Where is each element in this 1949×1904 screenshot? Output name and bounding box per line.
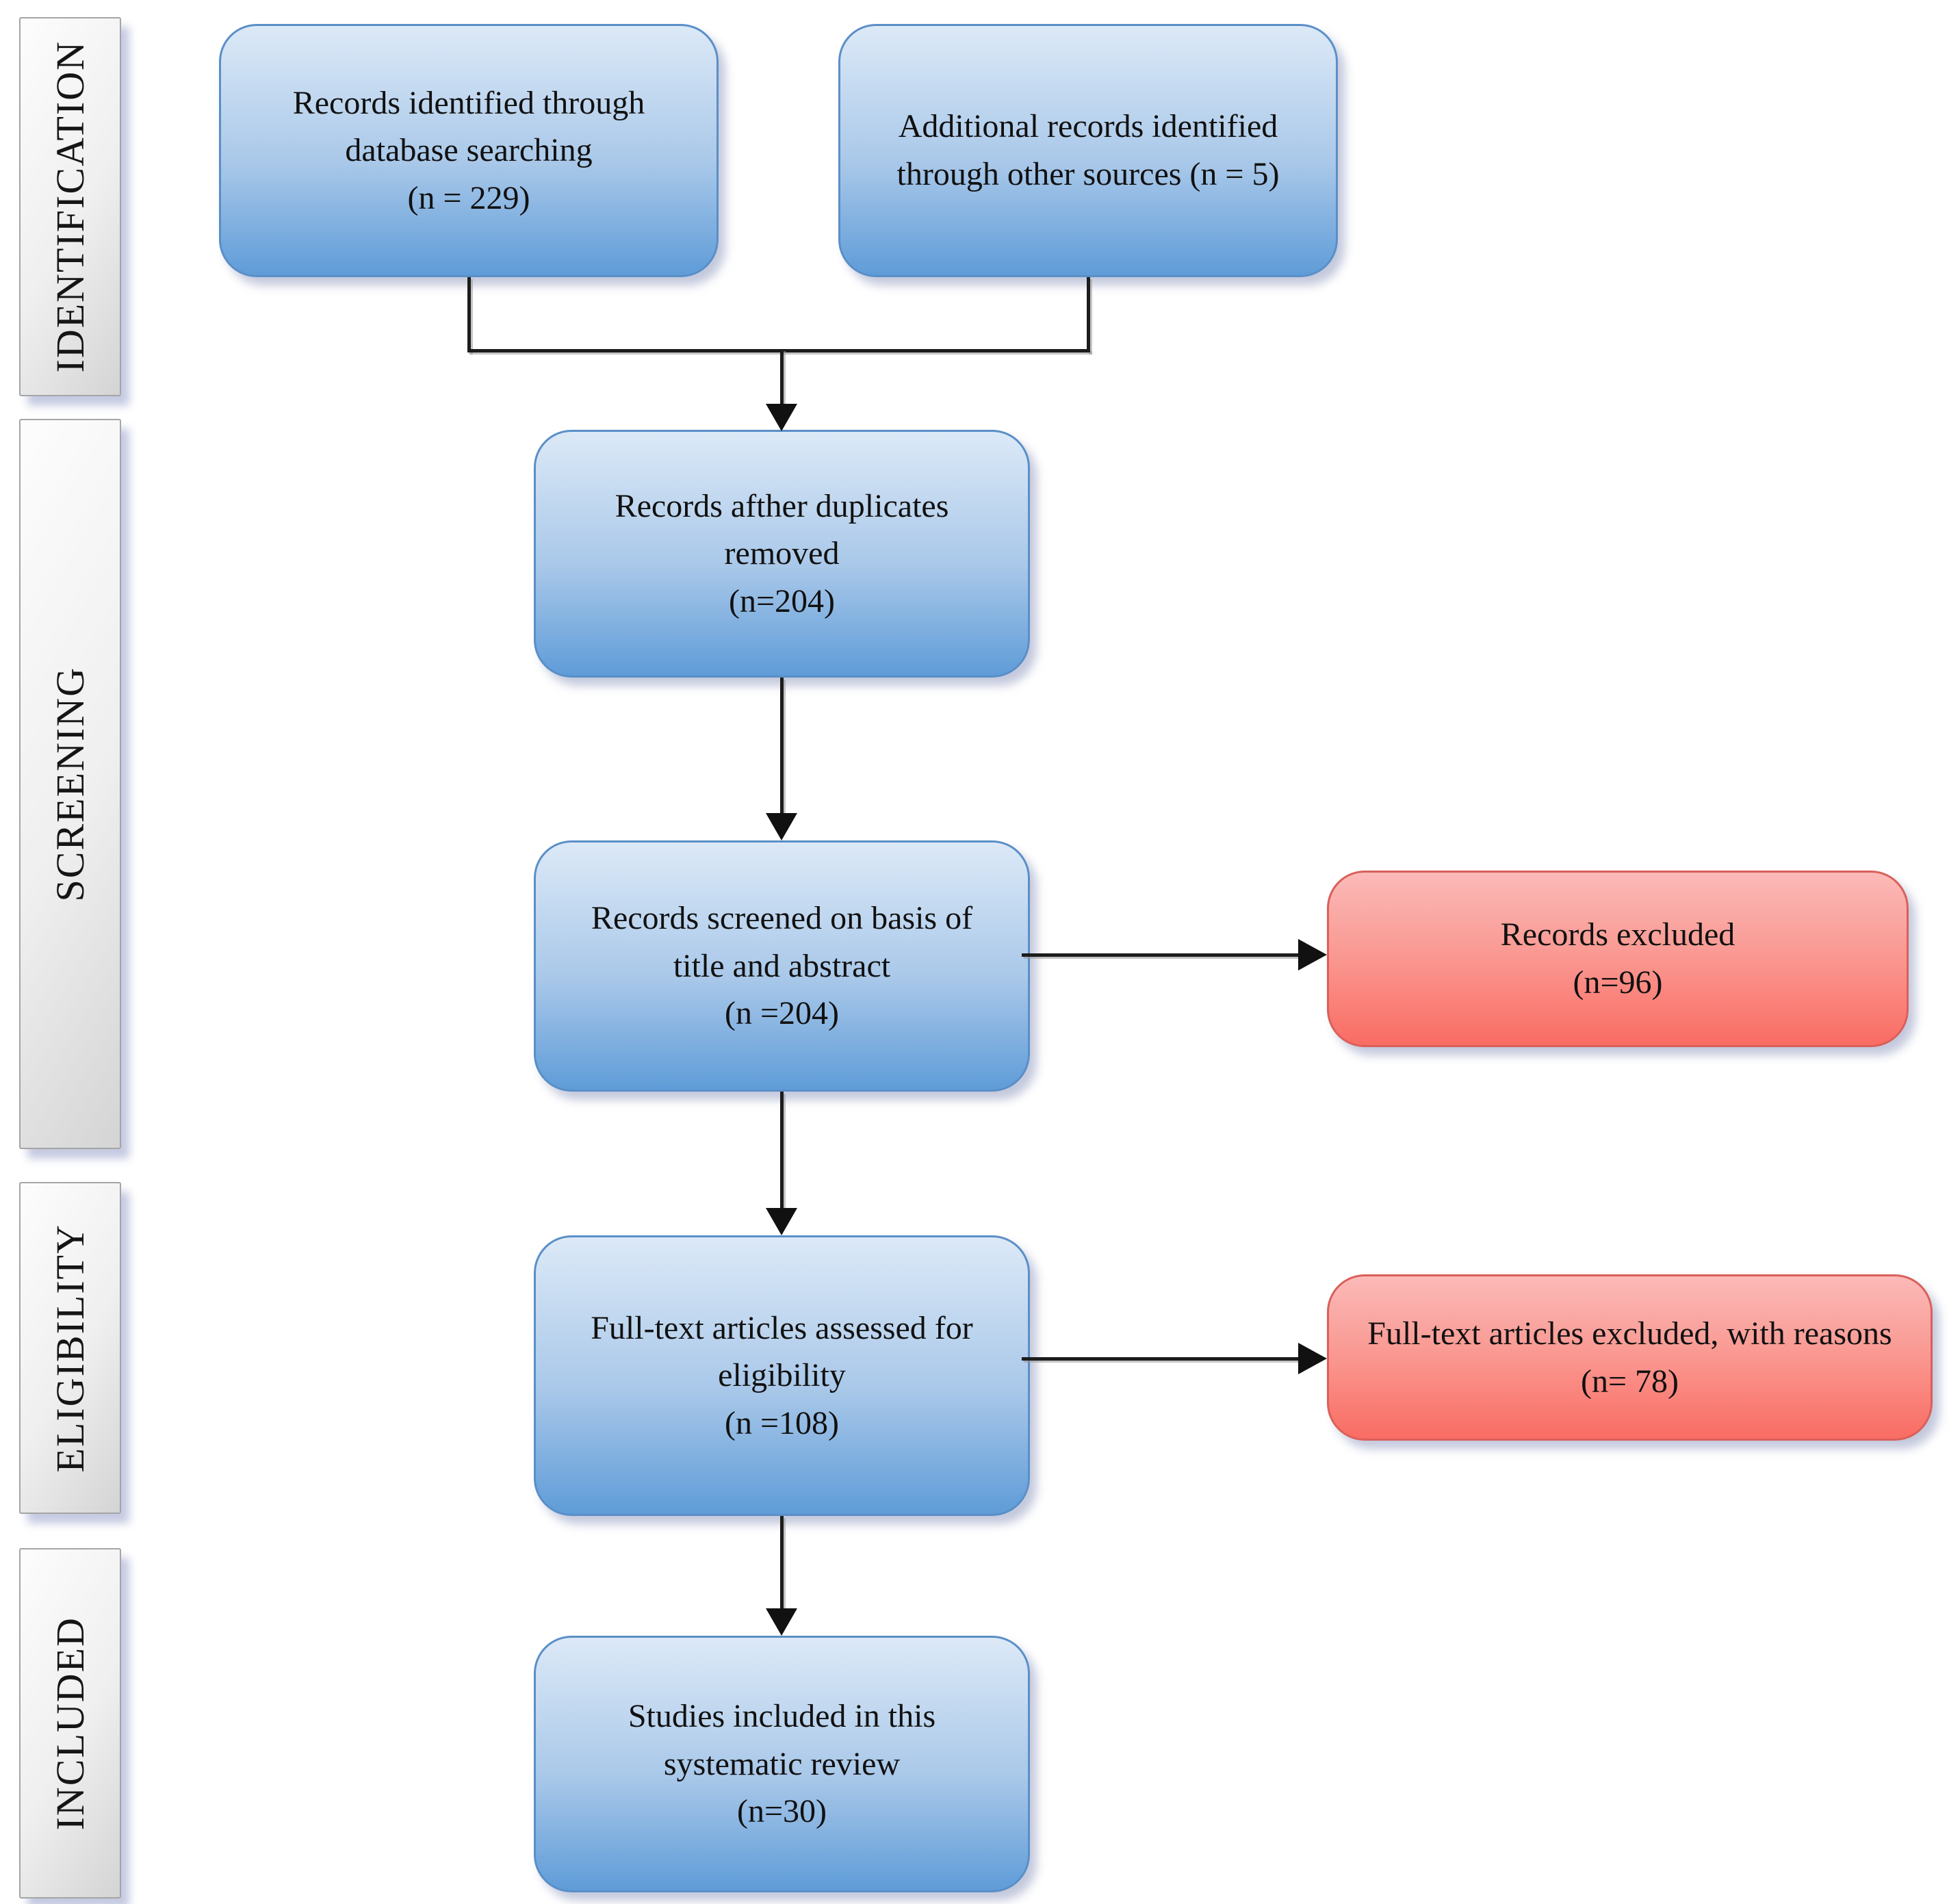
arrowhead-to-duplicates-icon	[766, 404, 797, 431]
connector-fulltext-to-excluded	[1022, 1357, 1299, 1361]
box-duplicates-removed-text: Records afther duplicates removed	[615, 487, 949, 572]
stage-panel-included: INCLUDED	[19, 1548, 121, 1899]
connector-fulltext-to-included	[780, 1516, 784, 1610]
connector-right-vertical	[1087, 277, 1090, 352]
box-duplicates-removed: Records afther duplicates removed (n=204…	[534, 430, 1030, 678]
box-additional-records: Additional records identified through ot…	[838, 24, 1338, 277]
box-fulltext-assessed-count: (n =108)	[724, 1404, 840, 1441]
arrowhead-to-included-icon	[766, 1608, 797, 1636]
box-records-screened: Records screened on basis of title and a…	[534, 840, 1030, 1092]
box-records-identified: Records identified through database sear…	[219, 24, 719, 277]
connector-screened-to-excluded	[1022, 953, 1299, 957]
stage-label-eligibility: ELIGIBILITY	[48, 1223, 92, 1473]
stage-panel-identification: IDENTIFICATION	[19, 17, 121, 396]
box-records-excluded-text: Records excluded	[1500, 916, 1735, 953]
box-fulltext-excluded: Full-text articles excluded, with reason…	[1327, 1274, 1933, 1441]
stage-label-included: INCLUDED	[48, 1616, 92, 1831]
box-records-excluded: Records excluded (n=96)	[1327, 871, 1909, 1047]
box-records-screened-text: Records screened on basis of title and a…	[591, 900, 973, 984]
box-studies-included-text: Studies included in this systematic revi…	[628, 1698, 936, 1782]
connector-screened-to-fulltext	[780, 1092, 784, 1209]
box-fulltext-assessed: Full-text articles assessed for eligibil…	[534, 1235, 1030, 1516]
stage-panel-screening: SCREENING	[19, 419, 121, 1149]
box-records-identified-count: (n = 229)	[407, 179, 530, 216]
box-duplicates-removed-count: (n=204)	[728, 582, 836, 619]
connector-merge-horizontal	[467, 349, 1090, 352]
box-records-excluded-count: (n=96)	[1573, 964, 1663, 1001]
arrowhead-to-records-excluded-icon	[1298, 939, 1327, 970]
box-records-screened-count: (n =204)	[724, 995, 840, 1032]
stage-panel-eligibility: ELIGIBILITY	[19, 1182, 121, 1514]
box-studies-included-count: (n=30)	[736, 1793, 827, 1830]
box-studies-included: Studies included in this systematic revi…	[534, 1636, 1030, 1892]
stage-label-identification: IDENTIFICATION	[48, 40, 92, 373]
stage-label-screening: SCREENING	[48, 666, 92, 902]
arrowhead-to-fulltext-excluded-icon	[1298, 1343, 1327, 1374]
box-additional-records-text: Additional records identified through ot…	[896, 108, 1280, 192]
box-fulltext-assessed-text: Full-text articles assessed for eligibil…	[591, 1309, 973, 1394]
box-fulltext-excluded-count: (n= 78)	[1580, 1363, 1679, 1400]
box-records-identified-text: Records identified through database sear…	[292, 84, 645, 169]
box-fulltext-excluded-text: Full-text articles excluded, with reason…	[1367, 1315, 1892, 1352]
arrowhead-to-fulltext-icon	[766, 1208, 797, 1235]
connector-duplicates-to-screened	[780, 678, 784, 814]
connector-merge-to-duplicates	[780, 349, 784, 405]
arrowhead-to-screened-icon	[766, 813, 797, 840]
connector-left-vertical	[467, 277, 471, 352]
